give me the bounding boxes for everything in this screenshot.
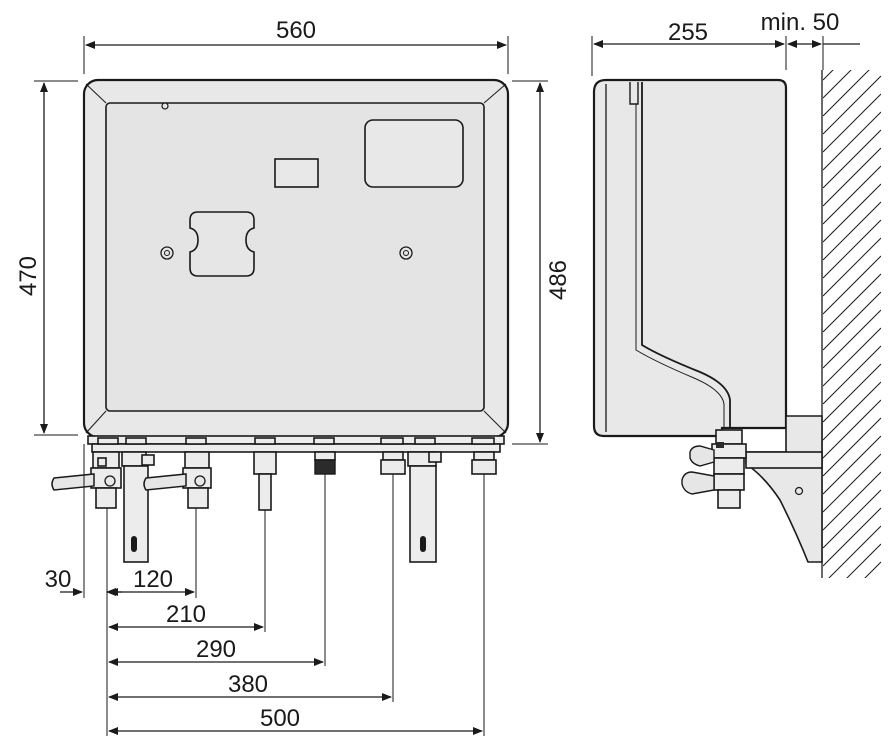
housing-side: [592, 78, 788, 438]
dimension-height-right: 486: [512, 80, 572, 445]
bottom-dimension-lines: 30 120 210 290 380 500: [45, 444, 485, 736]
offset-label-290: 290: [196, 636, 236, 663]
side-view: 255 min. 50: [591, 9, 881, 578]
label-plate: [274, 158, 319, 188]
connection-5: [380, 451, 406, 475]
wall-bracket: [745, 415, 823, 563]
mounting-screw-icon: [399, 246, 413, 260]
width-label: 560: [276, 17, 316, 44]
valve-handle-icon: [681, 471, 715, 495]
dimension-width: 560: [83, 17, 509, 74]
screw-icon: [161, 102, 169, 110]
cover-plate: [189, 211, 255, 277]
ball-valve-2: [143, 451, 212, 509]
side-valve: [681, 429, 747, 509]
mounting-screw-icon: [160, 246, 174, 260]
valve-handle-icon: [51, 473, 95, 491]
clearance-label: min. 50: [761, 9, 840, 36]
offset-label-380: 380: [228, 671, 268, 698]
connection-manifold: [87, 435, 505, 453]
valve-handle-icon: [143, 473, 187, 491]
height-right-label: 486: [545, 260, 572, 300]
drain-bracket-2: [407, 451, 442, 563]
drain-bracket-1: [121, 451, 155, 563]
display-window: [364, 119, 464, 188]
depth-label: 255: [668, 19, 708, 46]
dimension-depth: 255 min. 50: [591, 9, 860, 76]
housing-front: [82, 78, 510, 439]
connection-tube-3: [253, 451, 277, 511]
offset-label-120: 120: [133, 566, 173, 593]
wall: [821, 70, 881, 578]
front-view: 560 470 486: [15, 17, 572, 736]
connection-nut-4: [314, 451, 336, 475]
bracket-bolt-icon: [794, 486, 804, 496]
offset-label-210: 210: [166, 601, 206, 628]
wall-hatching: [823, 70, 881, 578]
offset-label-30: 30: [45, 566, 72, 593]
offset-label-500: 500: [260, 705, 300, 732]
height-left-label: 470: [15, 256, 42, 296]
dimension-height-left: 470: [15, 80, 78, 436]
connection-6: [471, 451, 497, 475]
ball-valve-1: [51, 451, 122, 509]
